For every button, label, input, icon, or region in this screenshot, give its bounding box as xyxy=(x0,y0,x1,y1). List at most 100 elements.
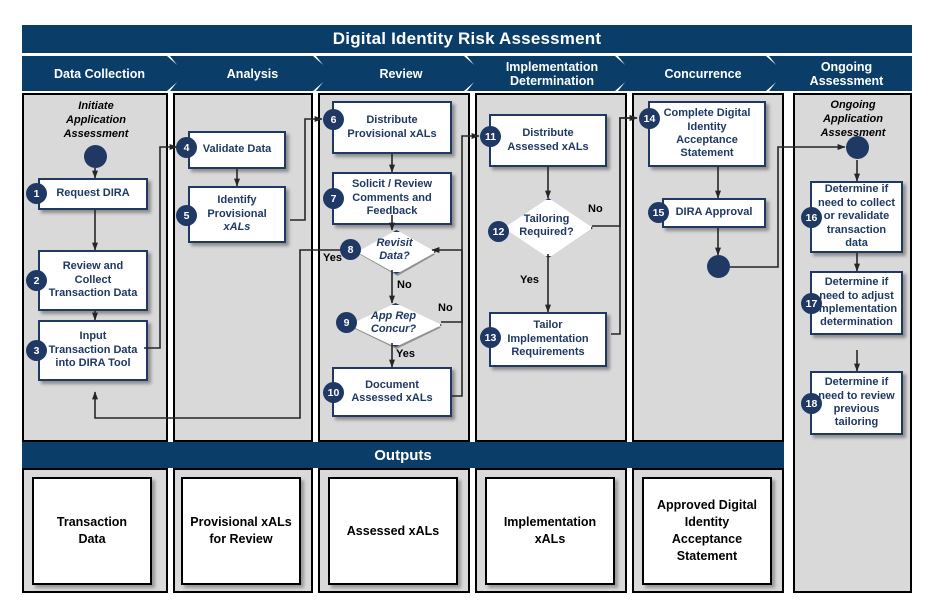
step-line: Determine if xyxy=(824,276,889,289)
phase-header-data-collection[interactable]: Data Collection xyxy=(22,56,187,91)
output-line: Identity xyxy=(684,515,730,530)
step-line: Document xyxy=(365,378,419,391)
step-line: Tailoring xyxy=(523,212,570,225)
step-16-determine-collect-revalidate[interactable]: Determine if need to collect or revalida… xyxy=(810,181,903,253)
step-line: Transaction Data xyxy=(48,343,138,356)
step-line: Assessed xALs xyxy=(507,140,589,153)
step-4-validate-data[interactable]: Validate Data xyxy=(188,131,286,169)
step-line: Requirements xyxy=(511,346,585,359)
caption-line: Application xyxy=(823,112,883,125)
step-line: xALs xyxy=(223,221,251,234)
phase-header-ongoing-assessment[interactable]: Ongoing Assessment xyxy=(769,56,912,91)
output-line: Transaction xyxy=(56,515,128,530)
edge-label-tailoring-yes: Yes xyxy=(520,274,539,286)
step-badge-4: 4 xyxy=(176,137,197,158)
phase-header-implementation-determination[interactable]: Implementation Determination xyxy=(467,56,635,91)
step-2-review-collect-transaction-data[interactable]: Review and Collect Transaction Data xyxy=(38,250,148,311)
step-15-dira-approval[interactable]: DIRA Approval xyxy=(662,198,766,228)
step-line: App Rep xyxy=(370,309,417,322)
step-18-determine-review-previous-tailoring[interactable]: Determine if need to review previous tai… xyxy=(810,371,903,435)
step-1-request-dira[interactable]: Request DIRA xyxy=(38,178,148,210)
step-line: DIRA Approval xyxy=(675,206,753,219)
edge-label-revisit-no: No xyxy=(397,279,412,291)
output-line: Acceptance xyxy=(671,532,743,546)
output-line: Assessed xALs xyxy=(346,523,440,538)
edge-label-concur-yes: Yes xyxy=(396,348,415,360)
step-line: tailoring xyxy=(834,416,879,429)
step-badge-2: 2 xyxy=(26,270,47,291)
step-line: Concur? xyxy=(370,323,417,335)
step-line: Assessed xALs xyxy=(351,392,433,404)
step-line: Identify xyxy=(217,194,257,207)
step-3-input-transaction-data[interactable]: Input Transaction Data into DIRA Tool xyxy=(38,320,148,381)
step-line: Collect xyxy=(74,273,112,286)
phase-label: Analysis xyxy=(226,66,279,81)
step-9-app-rep-concur[interactable]: App Rep Concur? xyxy=(349,303,442,347)
output-line: Provisional xALs xyxy=(190,515,292,530)
step-line: Statement xyxy=(680,147,734,160)
step-10-document-assessed-xals[interactable]: Document Assessed xALs xyxy=(332,367,452,417)
phase-label-line1: Ongoing xyxy=(820,59,873,74)
step-line: determination xyxy=(820,316,893,329)
concurrence-end-terminator-dot xyxy=(707,255,730,278)
step-line: previous xyxy=(833,403,880,415)
step-line: Identity xyxy=(687,120,727,133)
step-line: Revisit xyxy=(376,236,413,249)
step-line: Feedback xyxy=(366,205,418,218)
start-terminator-dot xyxy=(84,145,107,168)
edge-label-tailoring-no: No xyxy=(588,203,603,215)
output-box-acceptance-statement: Approved Digital Identity Acceptance Sta… xyxy=(642,477,772,585)
step-line: Request DIRA xyxy=(56,187,130,200)
output-line: Implementation xyxy=(503,515,597,530)
output-box-assessed-xals: Assessed xALs xyxy=(328,477,458,585)
caption-line: Ongoing xyxy=(830,99,876,111)
step-line: Provisional xyxy=(207,207,267,220)
phase-label: Concurrence xyxy=(664,66,742,81)
step-line: or revalidate xyxy=(823,210,890,223)
step-line: Distribute xyxy=(366,114,418,127)
output-line: for Review xyxy=(209,532,273,546)
output-line: Statement xyxy=(676,548,738,563)
output-line: Approved Digital xyxy=(656,498,757,513)
step-line: transaction xyxy=(826,223,887,236)
output-box-provisional-xals: Provisional xALs for Review xyxy=(181,477,301,585)
phase-label-line2: Determination xyxy=(509,73,595,88)
step-line: Solicit / Review xyxy=(351,178,433,191)
step-badge-9: 9 xyxy=(336,312,357,333)
caption-line: Assessment xyxy=(63,127,129,140)
step-6-distribute-provisional-xals[interactable]: Distribute Provisional xALs xyxy=(332,101,452,154)
step-badge-8: 8 xyxy=(340,239,361,260)
step-badge-15: 15 xyxy=(648,202,669,223)
phase-header-concurrence[interactable]: Concurrence xyxy=(618,56,786,91)
step-badge-1: 1 xyxy=(26,183,47,204)
step-13-tailor-implementation-requirements[interactable]: Tailor Implementation Requirements xyxy=(489,312,607,367)
step-14-complete-digital-identity-acceptance-statement[interactable]: Complete Digital Identity Acceptance Sta… xyxy=(648,101,766,167)
step-badge-13: 13 xyxy=(480,327,501,348)
step-8-revisit-data[interactable]: Revisit Data? xyxy=(357,230,436,274)
step-badge-17: 17 xyxy=(801,293,822,314)
step-line: need to review xyxy=(818,389,895,402)
phase-label-line2: Assessment xyxy=(809,73,884,88)
output-box-implementation-xals: Implementation xALs xyxy=(485,477,615,585)
step-badge-3: 3 xyxy=(26,340,47,361)
step-line: Tailor xyxy=(533,319,563,332)
output-line: xALs xyxy=(534,532,566,546)
step-badge-12: 12 xyxy=(488,221,509,242)
step-badge-7: 7 xyxy=(323,188,344,209)
step-12-tailoring-required[interactable]: Tailoring Required? xyxy=(504,198,593,258)
phase-header-analysis[interactable]: Analysis xyxy=(170,56,333,91)
output-box-transaction-data: Transaction Data xyxy=(32,477,152,585)
step-line: Complete Digital xyxy=(663,107,751,120)
step-line: data xyxy=(845,237,868,250)
caption-initiate-application-assessment: Initiate Application Assessment xyxy=(40,100,152,141)
edge-label-concur-no: No xyxy=(438,302,453,314)
step-line: Implementation xyxy=(507,332,589,345)
phase-header-review[interactable]: Review xyxy=(316,56,484,91)
step-17-determine-adjust-implementation[interactable]: Determine if need to adjust implementati… xyxy=(810,271,903,335)
step-line: Acceptance xyxy=(676,134,738,146)
step-line: Input xyxy=(79,330,107,343)
step-5-identify-provisional-xals[interactable]: Identify Provisional xALs xyxy=(188,186,286,243)
step-7-solicit-review-comments[interactable]: Solicit / Review Comments and Feedback xyxy=(332,172,452,225)
step-11-distribute-assessed-xals[interactable]: Distribute Assessed xALs xyxy=(489,114,607,167)
